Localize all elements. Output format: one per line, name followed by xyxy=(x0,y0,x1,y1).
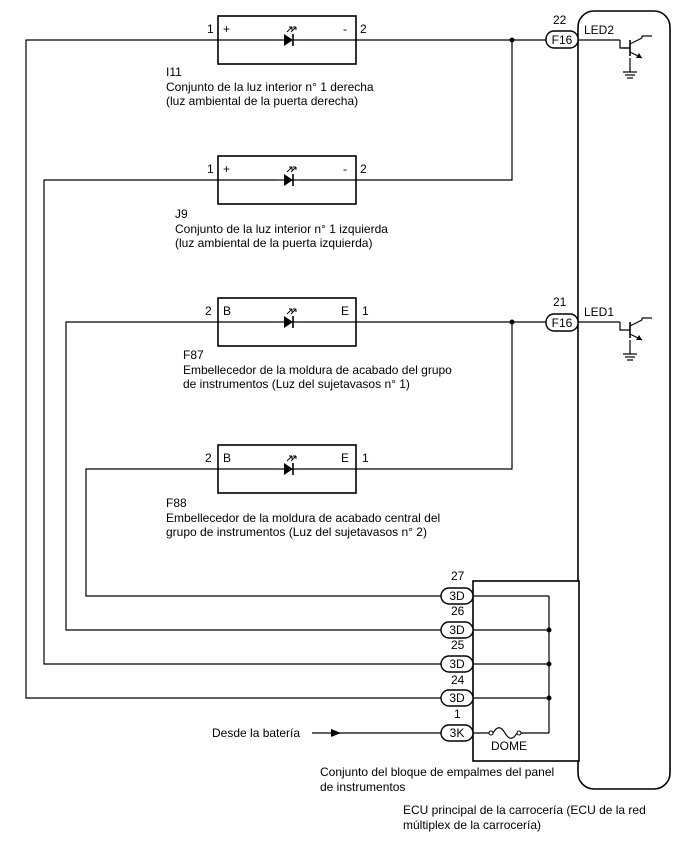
pin-label: 2 xyxy=(205,451,212,465)
transistor-led2-icon xyxy=(622,35,652,79)
component-desc: de instrumentos (Luz del sujetavasos n° … xyxy=(183,377,410,391)
pin-label: 1 xyxy=(362,304,369,318)
connector-pin: 27 xyxy=(451,569,465,583)
wire-i11-left xyxy=(25,39,445,699)
pin-label: 1 xyxy=(362,451,369,465)
transistor-led1-icon xyxy=(623,317,652,361)
component-desc: Embellecedor de la moldura de acabado ce… xyxy=(166,511,440,525)
junction-dot-bottom xyxy=(509,319,515,325)
jb-connector-26: 26 3D xyxy=(440,604,474,639)
wire-j9-left xyxy=(43,179,445,665)
component-i11: + - 1 2 xyxy=(207,15,367,65)
component-desc: Embellecedor de la moldura de acabado de… xyxy=(183,363,452,377)
connector-code: F16 xyxy=(552,33,573,47)
jb-dot-25 xyxy=(546,661,552,667)
component-desc: grupo de instrumentos (Luz del sujetavas… xyxy=(166,525,427,539)
ecu-label: ECU principal de la carrocería (ECU de l… xyxy=(403,803,646,817)
junction-block-label: Conjunto del bloque de empalmes del pane… xyxy=(320,765,554,779)
jb-connector-25: 25 3D xyxy=(440,638,474,673)
component-f87: B E 2 1 xyxy=(205,297,369,347)
fuse-terminal-left xyxy=(488,730,494,736)
component-code-j9: J9 xyxy=(175,207,188,221)
component-j9: + - 1 2 xyxy=(207,155,367,205)
component-code-f88: F88 xyxy=(166,496,187,510)
ecu-label: múltiplex de la carrocería) xyxy=(403,818,541,832)
terminal-minus: - xyxy=(343,162,347,176)
pin-label: 2 xyxy=(360,162,367,176)
signal-label: LED1 xyxy=(584,305,614,319)
terminal-b: B xyxy=(223,451,231,465)
battery-label: Desde la batería xyxy=(212,726,300,740)
jb-dot-24 xyxy=(546,695,552,701)
jb-connector-27: 27 3D xyxy=(440,569,474,605)
connector-code: 3D xyxy=(449,623,465,637)
connector-code: 3D xyxy=(449,589,465,603)
junction-block-label: de instrumentos xyxy=(320,780,405,794)
jb-dot-26 xyxy=(546,627,552,633)
connector-code: 3D xyxy=(449,657,465,671)
ecu-connector-21: 21 F16 LED1 xyxy=(545,295,614,332)
component-code-i11: I11 xyxy=(166,65,182,79)
pin-label: 2 xyxy=(360,22,367,36)
connector-code: 3D xyxy=(449,691,465,705)
component-desc: (luz ambiental de la puerta izquierda) xyxy=(175,236,372,250)
wire-f87-left xyxy=(65,321,445,631)
component-desc: Conjunto de la luz interior n° 1 derecha xyxy=(166,80,374,94)
connector-pin: 22 xyxy=(553,13,567,27)
fuse-terminal-right xyxy=(516,730,522,736)
component-f88: B E 2 1 xyxy=(205,444,369,494)
jb-connector-24: 24 3D xyxy=(440,673,474,707)
terminal-e: E xyxy=(341,304,349,318)
ecu-wire-led1-base xyxy=(619,322,630,331)
jb-connector-1: 1 3K xyxy=(440,707,474,742)
fuse-label: DOME xyxy=(491,739,527,753)
terminal-minus: - xyxy=(343,22,347,36)
pin-label: 1 xyxy=(207,162,214,176)
junction-dot-top xyxy=(509,37,515,43)
terminal-plus: + xyxy=(223,162,230,176)
connector-pin: 25 xyxy=(451,638,465,652)
terminal-b: B xyxy=(223,304,231,318)
connector-code: F16 xyxy=(552,316,573,330)
battery-arrow xyxy=(331,729,341,737)
pin-label: 2 xyxy=(205,304,212,318)
connector-pin: 26 xyxy=(451,604,465,618)
wire-f88-left xyxy=(85,468,445,597)
component-code-f87: F87 xyxy=(183,348,204,362)
pin-label: 1 xyxy=(207,22,214,36)
component-desc: Conjunto de la luz interior n° 1 izquier… xyxy=(175,222,388,236)
ecu-connector-22: 22 F16 LED2 xyxy=(545,13,614,49)
terminal-plus: + xyxy=(223,22,230,36)
connector-pin: 21 xyxy=(553,295,567,309)
signal-label: LED2 xyxy=(584,23,614,37)
wire-f88-right xyxy=(356,322,513,470)
connector-code: 3K xyxy=(450,726,465,740)
connector-pin: 24 xyxy=(451,673,465,687)
fuse-icon xyxy=(488,727,522,739)
ecu-body xyxy=(577,10,671,790)
wire-j9-right xyxy=(356,40,513,181)
terminal-e: E xyxy=(341,451,349,465)
component-desc: (luz ambiental de la puerta derecha) xyxy=(166,94,358,108)
connector-pin: 1 xyxy=(454,707,461,721)
